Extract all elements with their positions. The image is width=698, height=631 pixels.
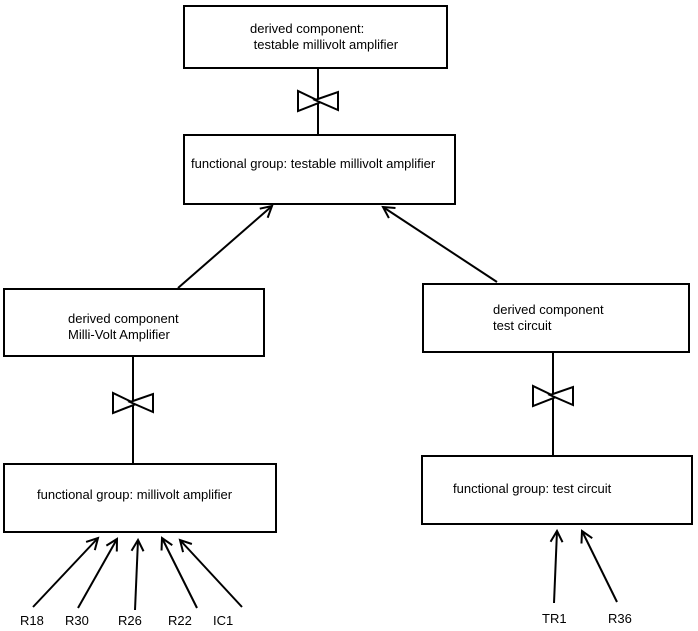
node-derived-test-circuit: derived component test circuit	[422, 283, 690, 353]
arrow-left-derived-to-top-functional	[177, 204, 274, 289]
component-label-tr1: TR1	[542, 611, 567, 626]
arrow-r26	[130, 537, 145, 611]
bowtie-icon-top	[297, 89, 339, 113]
node-derived-milli-volt-amplifier: derived component Milli-Volt Amplifier	[3, 288, 265, 357]
component-label-r22: R22	[168, 613, 192, 628]
node-label-line2: test circuit	[493, 318, 552, 333]
arrow-r22	[160, 536, 198, 609]
node-derived-testable-millivolt-amplifier: derived component: testable millivolt am…	[183, 5, 448, 69]
component-label-ic1: IC1	[213, 613, 234, 628]
component-label-r26: R26	[118, 613, 142, 628]
node-functional-group-millivolt-amplifier: functional group: millivolt amplifier	[3, 463, 277, 533]
node-label-line1: derived component:	[250, 21, 365, 36]
component-label-r18: R18	[20, 613, 44, 628]
component-label-r36: R36	[608, 611, 632, 626]
arrow-tr1	[549, 528, 564, 604]
node-label-line2: testable millivolt amplifier	[250, 37, 399, 52]
bowtie-icon-right	[532, 384, 574, 408]
node-label-line1: derived component	[493, 302, 604, 317]
arrow-r18	[32, 536, 100, 608]
node-label-line1: derived component	[68, 311, 179, 326]
arrow-r36	[580, 529, 618, 603]
arrow-r30	[77, 537, 119, 609]
node-functional-group-testable-millivolt-amplifier: functional group: testable millivolt amp…	[183, 134, 456, 205]
arrow-ic1	[178, 538, 243, 608]
node-label-line2: Milli-Volt Amplifier	[68, 327, 170, 342]
node-label: functional group: millivolt amplifier	[37, 486, 233, 502]
component-label-r30: R30	[65, 613, 89, 628]
arrow-right-derived-to-top-functional	[381, 205, 498, 283]
node-functional-group-test-circuit: functional group: test circuit	[421, 455, 693, 525]
node-label: functional group: testable millivolt amp…	[191, 156, 436, 171]
bowtie-icon-left	[112, 391, 154, 415]
node-label: functional group: test circuit	[453, 481, 612, 496]
